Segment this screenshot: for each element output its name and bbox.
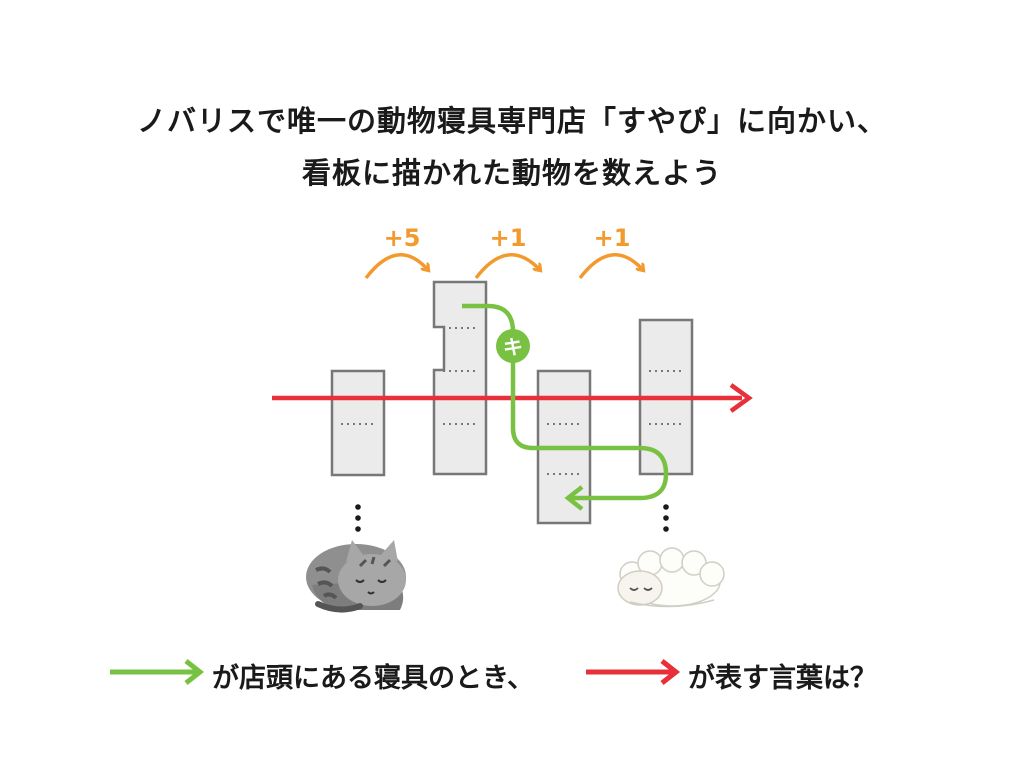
sleeping-sheep-icon (617, 547, 725, 608)
bedding-box-1 (330, 369, 386, 477)
red-reading-arrow (272, 383, 753, 413)
shift-arrow-3 (578, 253, 643, 280)
title-line-1: ノバリスで唯一の動物寝具専門店「すやぴ」に向かい、 (136, 104, 887, 138)
sleeping-cat-icon (306, 540, 406, 613)
shift-label-2: +1 (490, 224, 527, 252)
question-text-2: が表す言葉は？ (688, 663, 877, 694)
dots-right (663, 504, 669, 532)
shift-label-3: +1 (594, 224, 631, 252)
key-label: キ (503, 335, 523, 359)
key-badge: キ (496, 329, 530, 363)
bedding-box-2 (432, 280, 488, 476)
question-text-1: が店頭にある寝具のとき、 (212, 663, 535, 694)
shift-label-1: +5 (384, 224, 421, 252)
dots-left (355, 504, 361, 532)
legend-red-arrow (586, 659, 681, 685)
shift-arrow-1 (364, 253, 428, 280)
title-line-2: 看板に描かれた動物を数えよう (301, 156, 722, 190)
shift-arrow-2 (474, 253, 540, 280)
green-path-arrow (462, 303, 669, 511)
legend-green-arrow (110, 659, 205, 685)
